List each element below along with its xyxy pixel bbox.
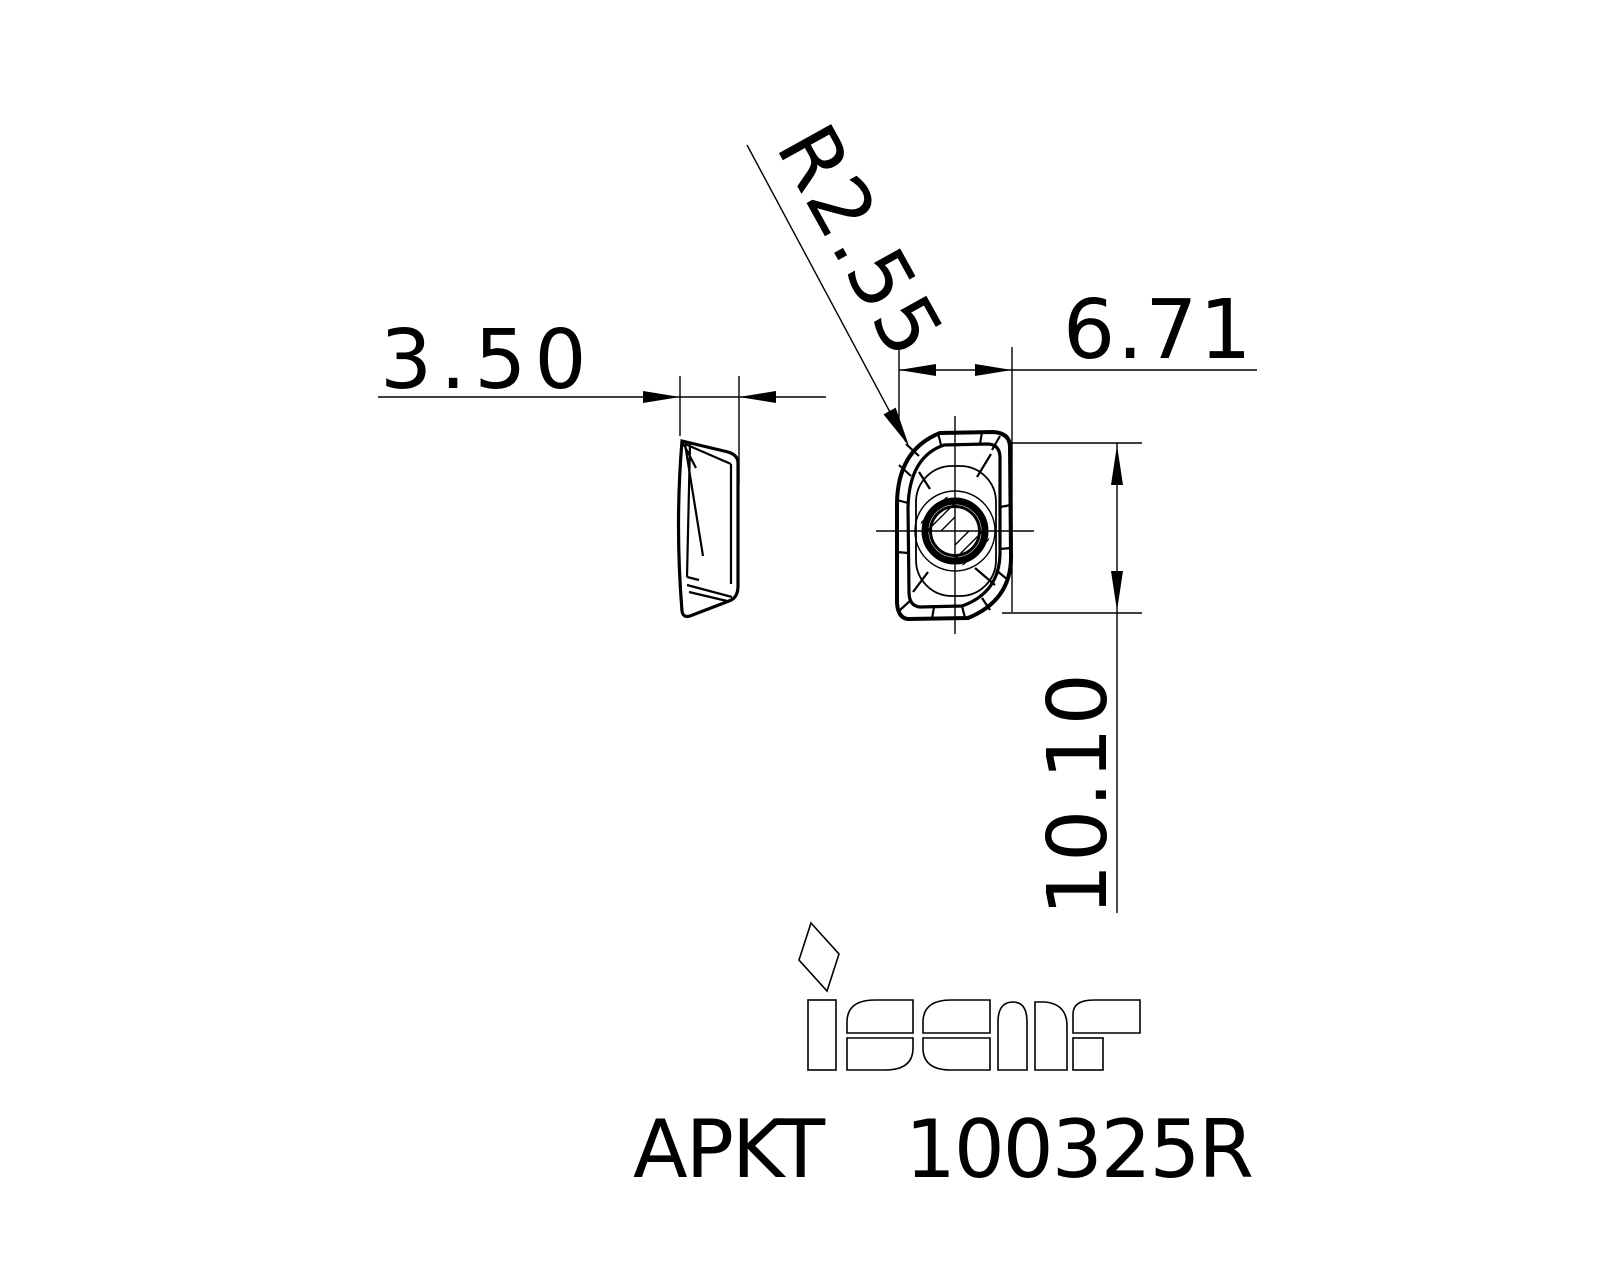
logo-letter-a xyxy=(997,1001,1068,1071)
leader-corner-radius: R2.55 xyxy=(746,110,962,446)
dimension-length: 10.10 xyxy=(1002,442,1142,916)
side-view xyxy=(676,439,740,619)
top-view xyxy=(876,416,1034,634)
logo-letter-i-dot xyxy=(798,921,840,993)
arrowhead xyxy=(899,364,936,376)
dimension-label: R2.55 xyxy=(758,110,962,374)
arrowhead xyxy=(643,391,680,403)
hole-edge-circle xyxy=(914,490,996,572)
arrowhead xyxy=(739,391,776,403)
dimension-label: 10.10 xyxy=(1031,671,1126,916)
bore-hole xyxy=(929,505,981,557)
logo-letter-r-foot xyxy=(1072,1037,1104,1071)
arrowhead xyxy=(1111,571,1123,611)
arrowhead xyxy=(883,407,909,446)
facet-lines xyxy=(896,431,1012,620)
side-view-outline xyxy=(676,439,740,619)
logo-letter-s xyxy=(846,999,914,1071)
dimension-top-width: 6.71 xyxy=(898,283,1257,612)
top-face-edge xyxy=(906,442,1002,609)
part-number-size: 100325R xyxy=(905,1103,1252,1196)
land-boundary xyxy=(915,465,997,597)
dimension-side-width: 3.50 xyxy=(378,313,826,483)
arrowhead xyxy=(975,364,1012,376)
side-view-facet-lines xyxy=(682,442,733,603)
arrowhead xyxy=(1111,445,1123,485)
logo-letter-i-stem xyxy=(807,999,837,1071)
leader-line xyxy=(746,144,907,443)
dimension-label: 3.50 xyxy=(380,313,595,408)
logo-letter-c xyxy=(922,999,991,1071)
top-view-outline xyxy=(895,429,1014,622)
iscar-logo: iscar xyxy=(798,921,1141,1071)
dimension-label: 6.71 xyxy=(1063,283,1254,378)
part-number: APKT 100325R xyxy=(633,1103,1254,1196)
part-number-series: APKT xyxy=(633,1103,826,1196)
logo-letter-r xyxy=(1072,999,1141,1034)
countersink-ring xyxy=(921,497,989,565)
